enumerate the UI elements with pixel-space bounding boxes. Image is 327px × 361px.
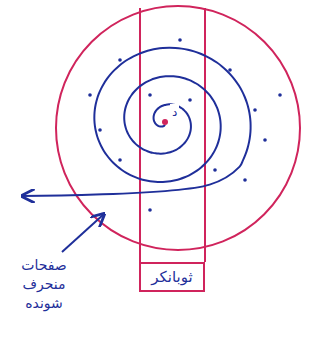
- plate-wire: [204, 8, 206, 262]
- spiral-path-group: [22, 48, 251, 196]
- amplifier-box: ثوبانکر: [139, 262, 204, 292]
- plate-wire: [139, 8, 141, 262]
- outer-outline: [56, 6, 300, 250]
- plates-label: صفحات منحرف شونده: [4, 256, 84, 313]
- charge-dots: [88, 38, 282, 212]
- electron-spiral: [22, 48, 251, 196]
- center-label: د: [170, 104, 179, 120]
- center-dot: [162, 119, 168, 125]
- box-label: ثوبانکر: [151, 268, 192, 286]
- leader-arrow: [62, 214, 104, 252]
